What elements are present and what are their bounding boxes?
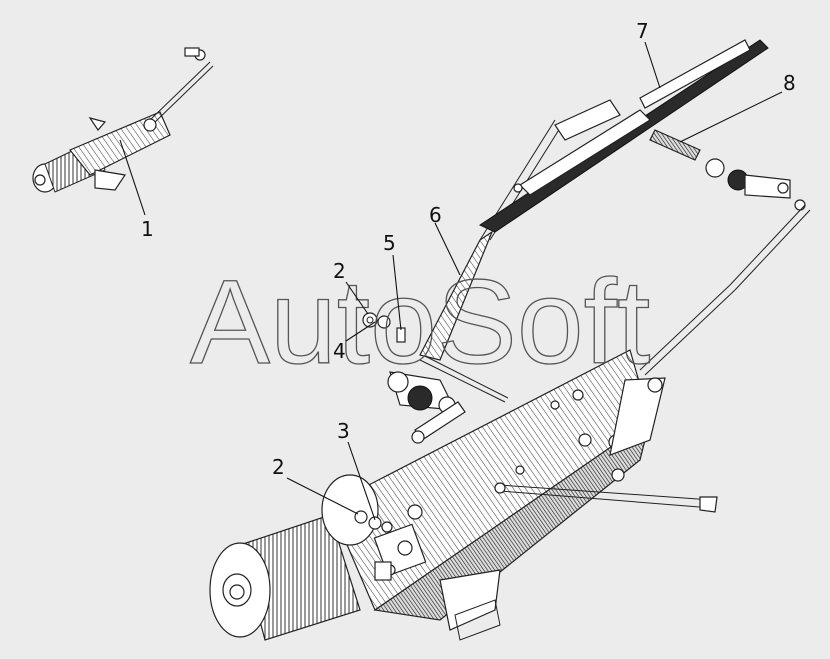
wiper-blade (478, 39, 769, 233)
callout-6: 6 (429, 203, 442, 227)
callout-1: 1 (141, 217, 154, 241)
callout-3: 3 (337, 419, 350, 443)
wiper-assembly-overview (32, 47, 214, 193)
watermark: AutoSoft (190, 255, 650, 389)
leader-lines (119, 41, 783, 521)
gearbox-bracket (373, 523, 427, 581)
mounting-frame (329, 349, 666, 641)
callout-5: 5 (383, 231, 396, 255)
right-wiper-pivot (639, 129, 811, 376)
left-wiper-pivot (387, 327, 509, 444)
tie-rod (494, 482, 718, 513)
callout-2-lower: 2 (272, 455, 285, 479)
callout-4: 4 (333, 339, 346, 363)
callout-8: 8 (783, 71, 796, 95)
callout-2-upper: 2 (333, 259, 346, 283)
callout-7: 7 (636, 19, 649, 43)
